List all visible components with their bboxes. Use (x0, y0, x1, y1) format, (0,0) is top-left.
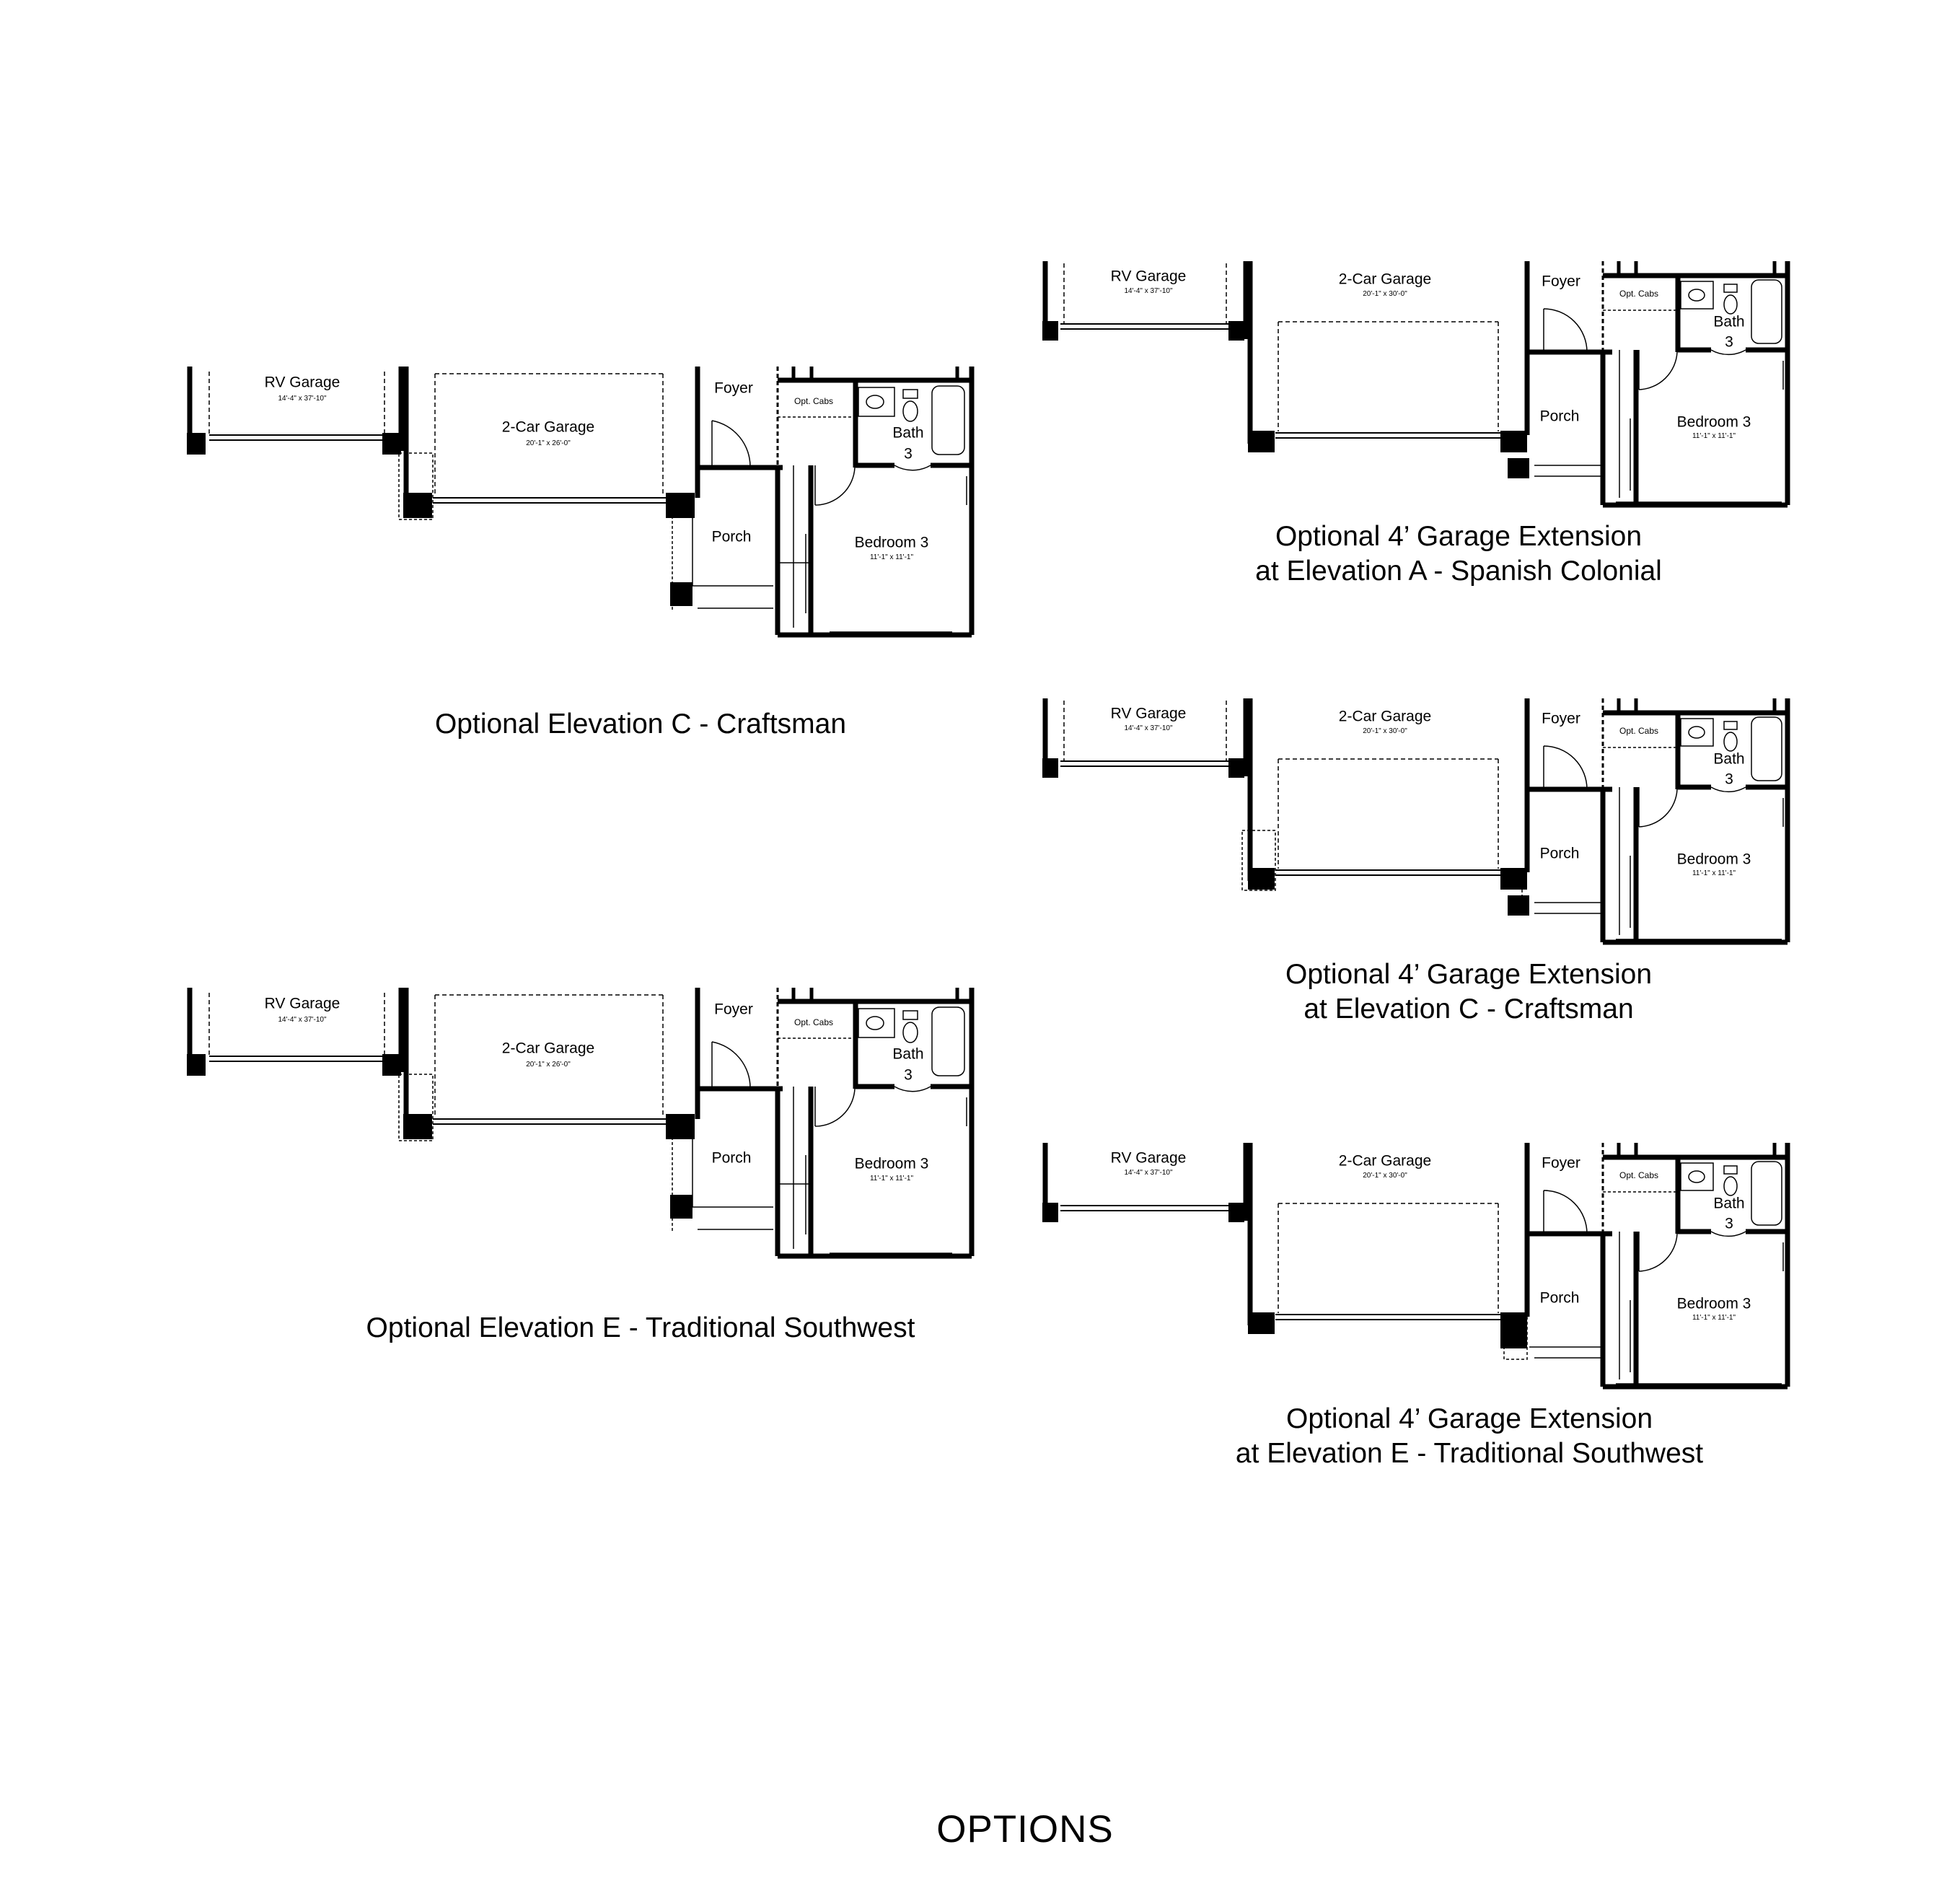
bath-label: Bath (1713, 1195, 1745, 1212)
rv-garage-label: RV Garage (1110, 268, 1187, 285)
foyer-label: Foyer (714, 380, 753, 397)
bedroom-label: Bedroom 3 (1676, 851, 1751, 868)
bedroom-dimensions: 11'-1" x 11'-1" (869, 553, 914, 561)
car-garage-dimensions: 20'-1" x 30'-0" (1363, 1172, 1407, 1180)
caption-line: at Elevation A - Spanish Colonial (1255, 556, 1662, 587)
plan-caption: Optional Elevation E - Traditional South… (366, 1311, 915, 1346)
opt-cabs-label: Opt. Cabs (793, 1017, 834, 1027)
bedroom-label: Bedroom 3 (1676, 1295, 1751, 1312)
opt-cabs-label: Opt. Cabs (793, 396, 834, 406)
caption-line: Optional Elevation C - Craftsman (434, 708, 847, 740)
car-garage-label: 2-Car Garage (501, 418, 595, 436)
bedroom-label: Bedroom 3 (854, 534, 929, 551)
caption-line: at Elevation E - Traditional Southwest (1235, 1438, 1704, 1469)
bath-number: 3 (1725, 1215, 1733, 1232)
porch-label: Porch (1539, 1289, 1580, 1307)
plan-caption: Optional Elevation C - Craftsman (435, 707, 846, 742)
rv-garage-dimensions: 14'-4" x 37'-10" (278, 395, 327, 403)
car-garage-dimensions: 20'-1" x 26'-0" (526, 1061, 571, 1069)
rv-garage-dimensions: 14'-4" x 37'-10" (1124, 287, 1173, 295)
foyer-label: Foyer (1542, 710, 1580, 727)
bedroom-dimensions: 11'-1" x 11'-1" (869, 1175, 914, 1183)
bath-number: 3 (1725, 333, 1733, 351)
car-garage-label: 2-Car Garage (1338, 1152, 1432, 1170)
bath-label: Bath (892, 424, 924, 442)
bedroom-dimensions: 11'-1" x 11'-1" (1692, 869, 1736, 877)
car-garage-label: 2-Car Garage (1338, 271, 1432, 288)
bath-label: Bath (1713, 750, 1745, 768)
car-garage-dimensions: 20'-1" x 30'-0" (1363, 290, 1407, 298)
opt-cabs-label: Opt. Cabs (1619, 289, 1659, 299)
caption-line: Optional Elevation E - Traditional South… (366, 1312, 915, 1343)
rv-garage-label: RV Garage (1110, 1149, 1187, 1167)
bedroom-dimensions: 11'-1" x 11'-1" (1692, 432, 1736, 440)
foyer-label: Foyer (1542, 273, 1580, 290)
car-garage-label: 2-Car Garage (501, 1040, 595, 1057)
opt-cabs-label: Opt. Cabs (1619, 726, 1659, 736)
bedroom-dimensions: 11'-1" x 11'-1" (1692, 1314, 1736, 1322)
porch-label: Porch (1539, 845, 1580, 862)
caption-line: Optional 4’ Garage Extension (1285, 959, 1653, 990)
rv-garage-dimensions: 14'-4" x 37'-10" (1124, 724, 1173, 732)
car-garage-dimensions: 20'-1" x 26'-0" (526, 439, 571, 447)
bath-number: 3 (904, 445, 913, 462)
bedroom-label: Bedroom 3 (1676, 413, 1751, 431)
caption-line: Optional 4’ Garage Extension (1275, 521, 1643, 552)
caption-line: at Elevation C - Craftsman (1303, 993, 1634, 1025)
rv-garage-label: RV Garage (264, 995, 340, 1012)
foyer-label: Foyer (714, 1001, 753, 1018)
bedroom-label: Bedroom 3 (854, 1155, 929, 1172)
rv-garage-label: RV Garage (1110, 705, 1187, 722)
foyer-label: Foyer (1542, 1154, 1580, 1172)
porch-label: Porch (711, 528, 752, 545)
plan-caption: Optional 4’ Garage Extension at Elevatio… (1236, 1402, 1703, 1471)
porch-label: Porch (711, 1149, 752, 1167)
rv-garage-label: RV Garage (264, 374, 340, 391)
page-title: OPTIONS (936, 1808, 1114, 1851)
plan-caption: Optional 4’ Garage Extension at Elevatio… (1255, 519, 1662, 589)
caption-line: Optional 4’ Garage Extension (1285, 1403, 1653, 1434)
bath-number: 3 (1725, 771, 1733, 788)
porch-label: Porch (1539, 408, 1580, 425)
rv-garage-dimensions: 14'-4" x 37'-10" (1124, 1169, 1173, 1177)
car-garage-dimensions: 20'-1" x 30'-0" (1363, 727, 1407, 735)
car-garage-label: 2-Car Garage (1338, 708, 1432, 725)
bath-label: Bath (892, 1045, 924, 1063)
plan-caption: Optional 4’ Garage Extension at Elevatio… (1285, 957, 1652, 1027)
opt-cabs-label: Opt. Cabs (1619, 1170, 1659, 1180)
bath-label: Bath (1713, 313, 1745, 330)
bath-number: 3 (904, 1066, 913, 1084)
rv-garage-dimensions: 14'-4" x 37'-10" (278, 1016, 327, 1024)
